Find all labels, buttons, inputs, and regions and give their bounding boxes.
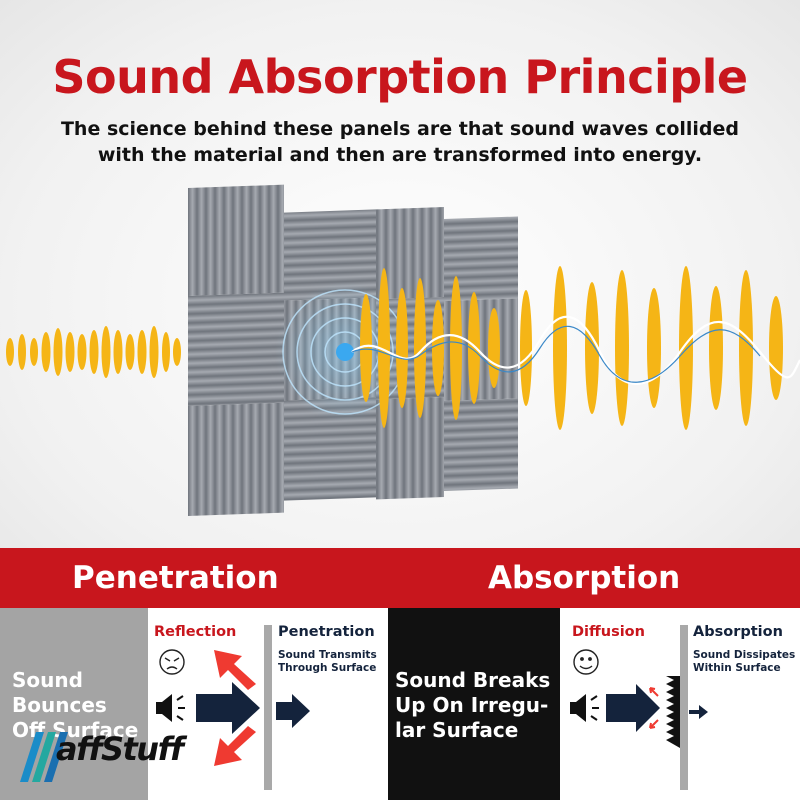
divider-bar <box>264 625 272 790</box>
reflection-arrow-icon <box>214 650 256 766</box>
arrow-right-icon <box>196 682 260 734</box>
arrow-right-icon <box>689 705 708 719</box>
absorption-desc: Sound Dissipates Within Surface <box>693 649 796 674</box>
breaks-text: Sound Breaks Up On Irregu- lar Surface <box>395 668 551 742</box>
hero-section: Sound Absorption Principle The science b… <box>0 0 800 548</box>
absorption-section-label: Absorption <box>488 560 681 596</box>
angry-face-icon <box>159 649 185 675</box>
page-subtitle: The science behind these panels are that… <box>60 118 740 166</box>
absorption-title: Absorption <box>693 624 783 640</box>
reflection-title: Reflection <box>154 624 237 640</box>
penetration-desc: Sound Transmits Through Surface <box>278 649 377 674</box>
smile-face-icon <box>573 649 599 675</box>
page-title: Sound Absorption Principle <box>52 50 748 104</box>
bounce-text: Sound Bounces Off Surface <box>12 668 139 742</box>
arrow-right-icon <box>606 684 660 732</box>
foam-panel-icon <box>666 676 680 748</box>
foam-panel-illustration <box>6 184 800 516</box>
reflection-diagram <box>156 649 260 766</box>
brand-logo-text: affStuff <box>56 730 184 768</box>
speaker-icon <box>156 694 185 722</box>
diffusion-diagram <box>570 649 680 748</box>
diffusion-title: Diffusion <box>572 624 645 640</box>
penetration-section-label: Penetration <box>72 560 279 596</box>
divider-bar <box>680 625 688 790</box>
brand-logo-icon <box>20 732 68 782</box>
sound-wave-icon <box>6 266 783 430</box>
speaker-icon <box>570 694 599 722</box>
penetration-title: Penetration <box>278 624 375 640</box>
section-header-band <box>0 548 800 608</box>
breaks-panel <box>388 608 560 800</box>
arrow-right-icon <box>276 694 310 728</box>
